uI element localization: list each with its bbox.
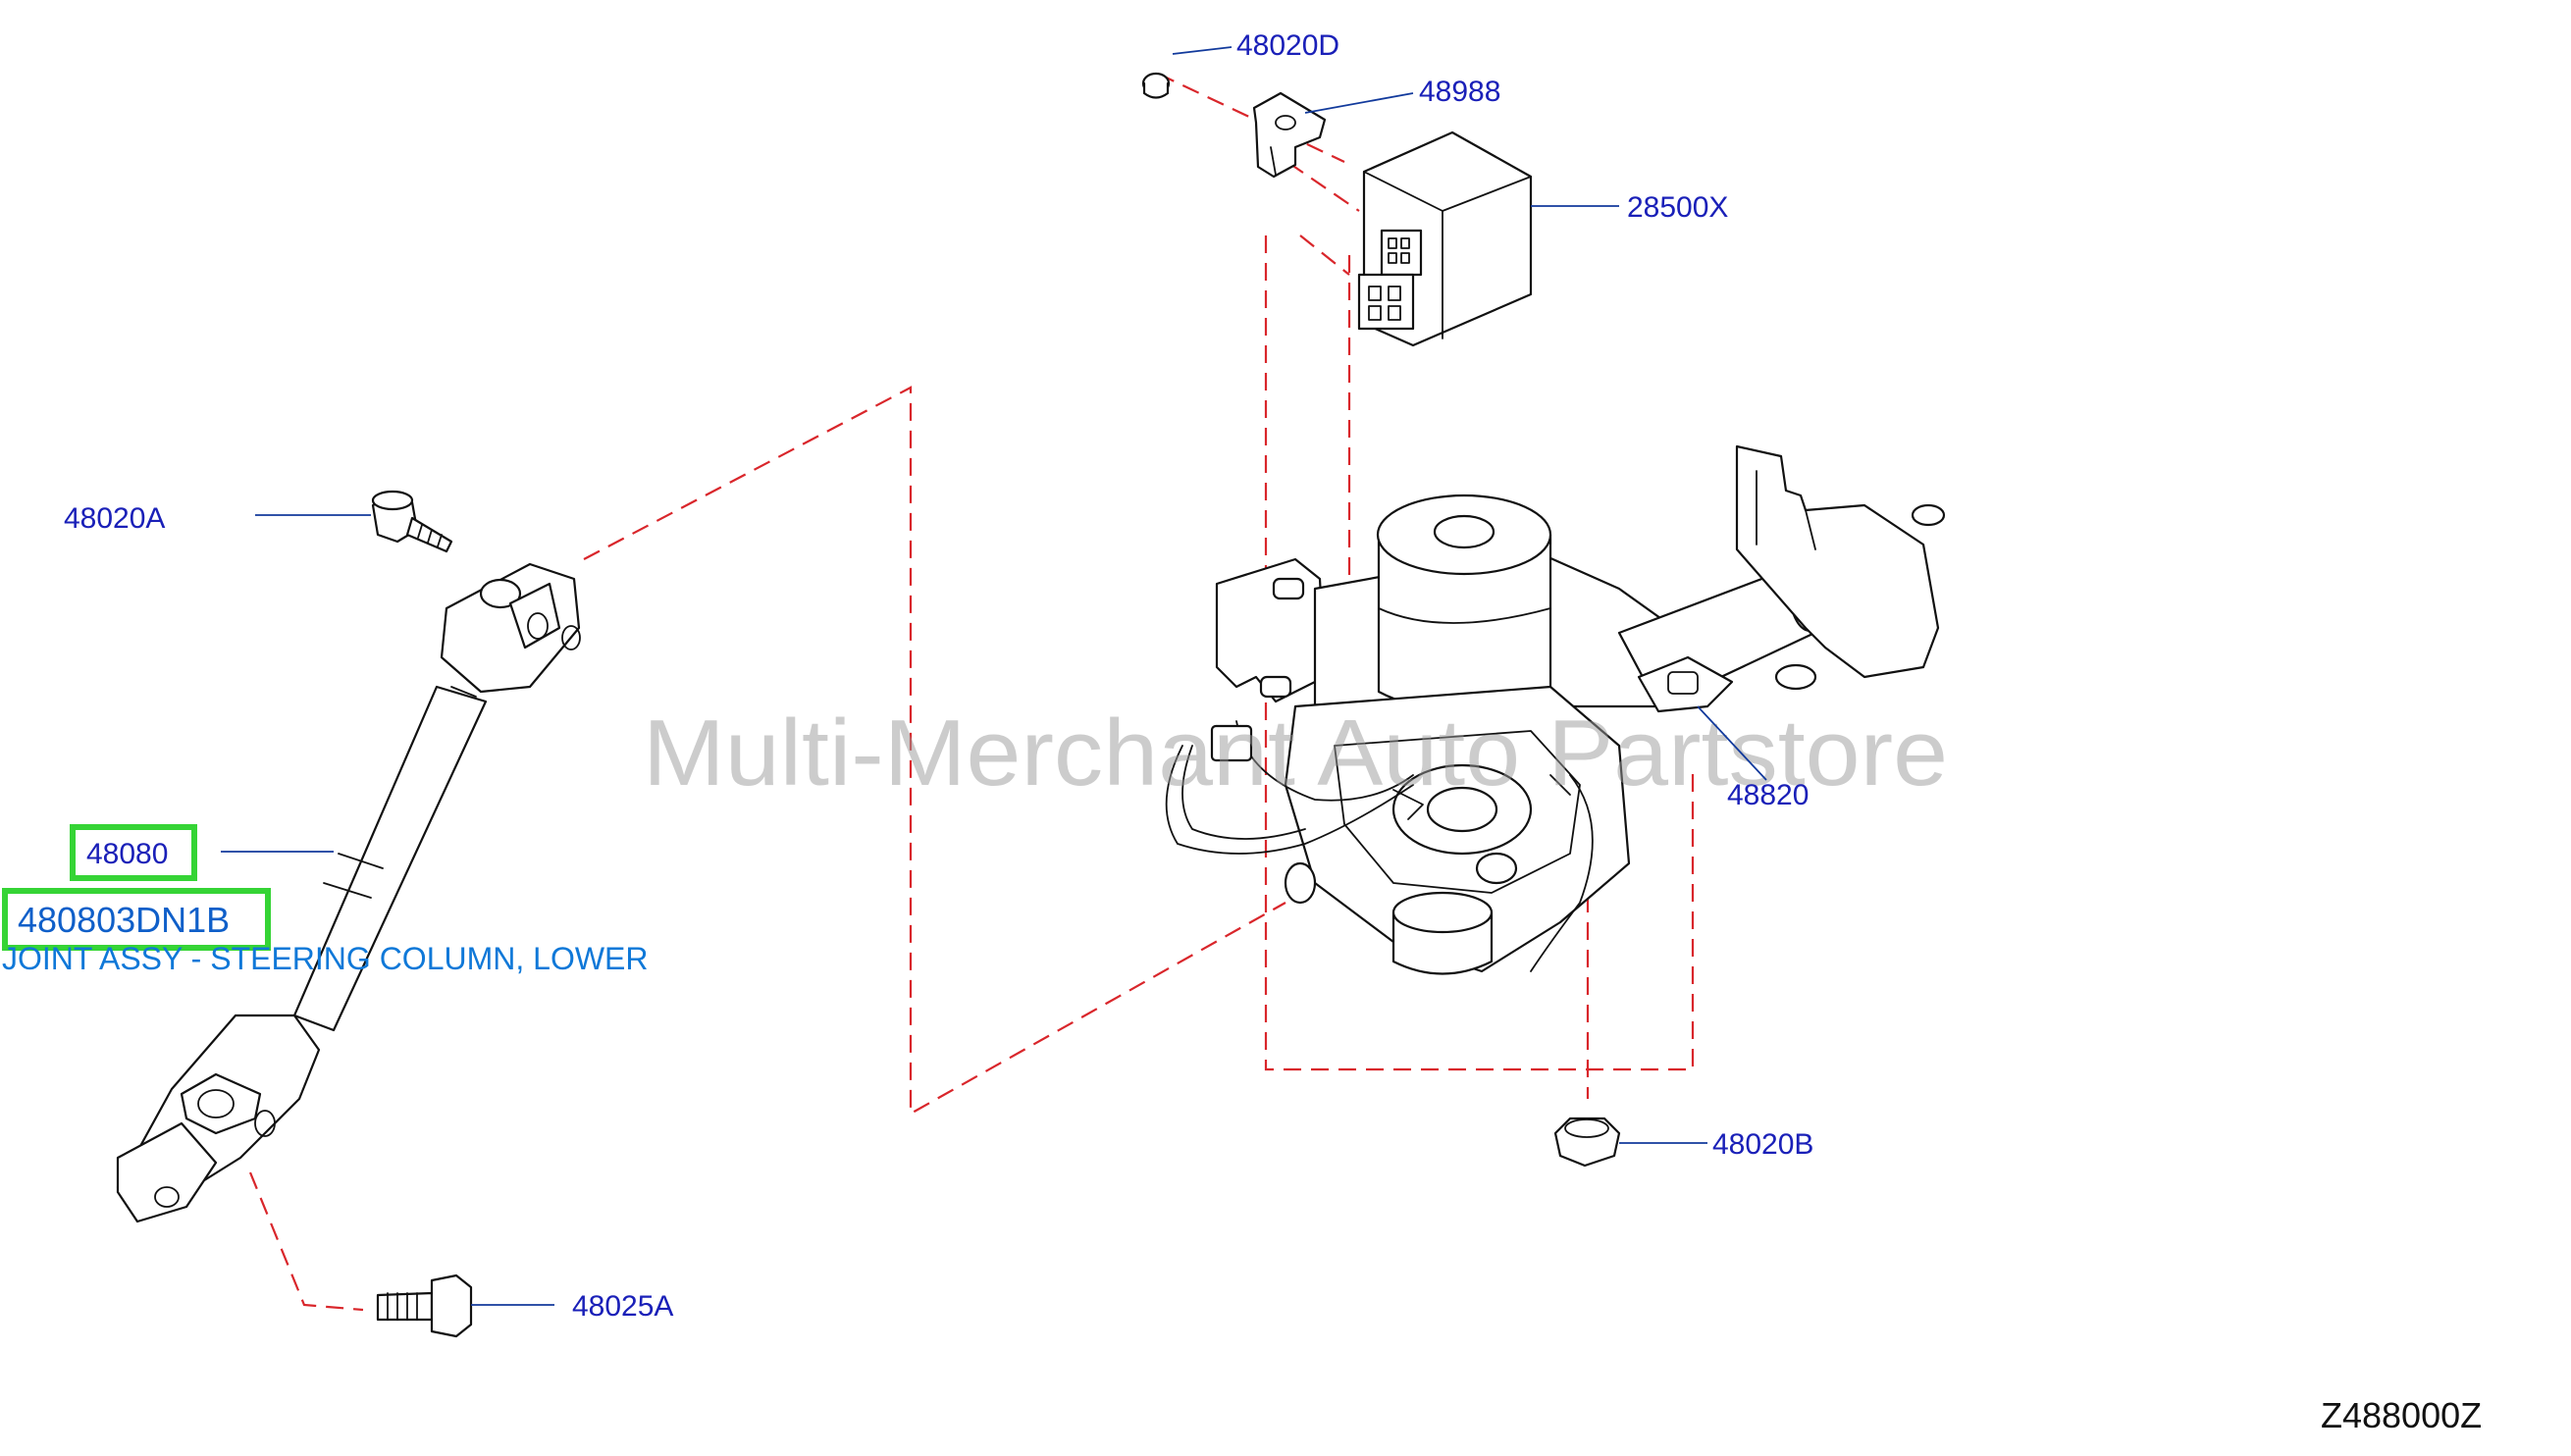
highlight-box-48080 [70, 824, 197, 881]
callout-48020B[interactable]: 48020B [1712, 1128, 1813, 1161]
bolt-48025A-drawing[interactable] [376, 1274, 473, 1338]
selected-part-description: JOINT ASSY - STEERING COLUMN, LOWER [2, 941, 648, 976]
callout-48988[interactable]: 48988 [1419, 76, 1500, 108]
callout-48820[interactable]: 48820 [1727, 779, 1809, 811]
nut-48020B-drawing[interactable] [1553, 1117, 1621, 1168]
callout-48080[interactable]: 48080 [86, 838, 168, 870]
steering-column-48820-drawing[interactable] [1165, 444, 1946, 975]
callout-28500X[interactable]: 28500X [1627, 191, 1728, 224]
nut-48020D-drawing[interactable] [1141, 72, 1171, 99]
bracket-48988-drawing[interactable] [1252, 91, 1327, 179]
callout-48025A[interactable]: 48025A [572, 1290, 673, 1323]
figure-code: Z488000Z [2321, 1395, 2482, 1435]
control-unit-28500X-drawing[interactable] [1357, 130, 1533, 347]
bolt-48020A-drawing[interactable] [371, 490, 453, 553]
joint-assembly-48080-drawing[interactable] [116, 562, 581, 1223]
callout-48020D[interactable]: 48020D [1236, 29, 1339, 62]
watermark-text: Multi-Merchant Auto Partstore [643, 701, 1948, 806]
highlight-box-selected-part [2, 888, 271, 951]
selected-part-number[interactable]: 480803DN1B [18, 900, 230, 940]
callout-48020A[interactable]: 48020A [64, 502, 165, 535]
leader-lines [221, 46, 1767, 1306]
